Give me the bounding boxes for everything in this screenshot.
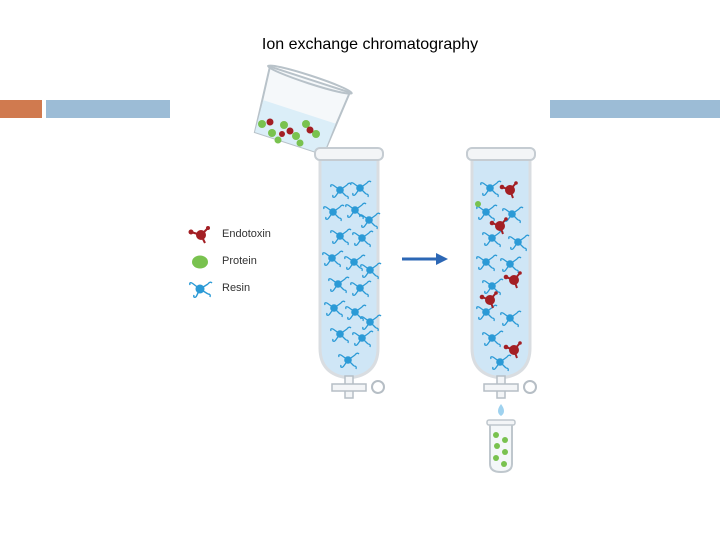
slide-title: Ion exchange chromatography (261, 36, 479, 53)
drop-icon (498, 404, 504, 416)
beaker-icon (253, 64, 353, 156)
legend-label-protein: Protein (222, 255, 257, 267)
legend-item-endotoxin: Endotoxin (188, 225, 318, 245)
endotoxin-icon (188, 226, 210, 244)
resin-icon (189, 281, 213, 298)
arrow-right-icon (402, 253, 448, 265)
accent-bar-orange (0, 100, 42, 118)
beaker-contents (258, 118, 320, 147)
column-after-contents (475, 180, 530, 372)
legend-label-endotoxin: Endotoxin (222, 228, 271, 240)
collection-tube-icon (486, 419, 516, 474)
legend-item-protein: Protein (188, 252, 318, 272)
protein-icon (192, 255, 208, 269)
accent-bar-blue-right (550, 100, 720, 118)
legend-label-resin: Resin (222, 282, 251, 294)
legend-item-resin: Resin (188, 279, 318, 299)
accent-bar-blue-left (46, 100, 170, 118)
